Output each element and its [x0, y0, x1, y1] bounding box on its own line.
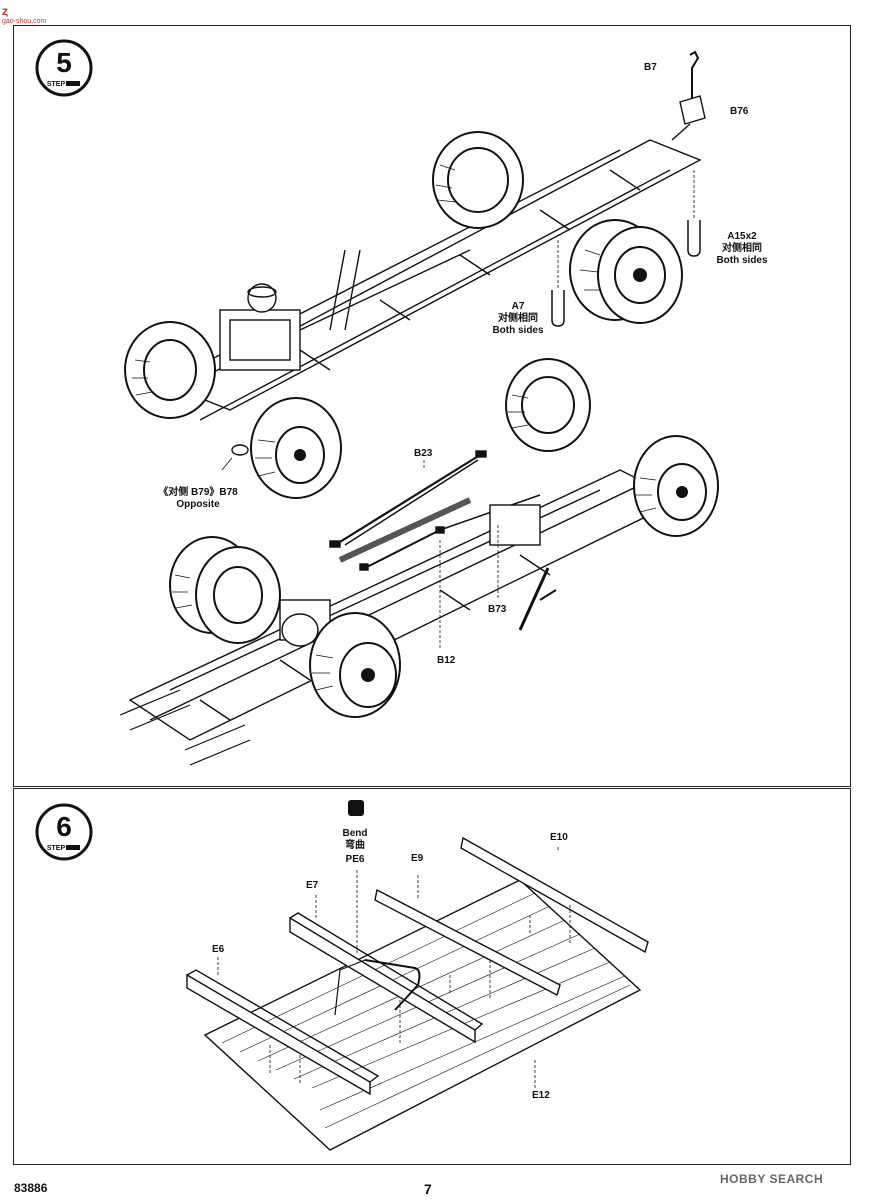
label-a7: A7 — [511, 301, 525, 312]
label-b79-group: 《对侧 B79》B78 Opposite — [148, 487, 248, 511]
product-code: 83886 — [14, 1181, 48, 1195]
watermark-top: ȥ gao-shou.com — [2, 4, 46, 25]
bend-icon — [348, 800, 364, 816]
step5-badge: 5 STEP — [35, 39, 93, 97]
label-bend: Bend — [342, 828, 368, 839]
label-b76: B76 — [730, 106, 749, 117]
label-e10: E10 — [550, 832, 568, 843]
label-b79-b78: 《对侧 B79》B78 — [158, 487, 238, 498]
label-bend-cn: 弯曲 — [345, 840, 365, 851]
label-a15-en: Both sides — [716, 255, 768, 266]
label-b73: B73 — [488, 604, 507, 615]
label-a15-cn: 对侧相同 — [722, 243, 762, 254]
watermark-bottom: HOBBY SEARCH — [720, 1172, 824, 1186]
watermark-title: ȥ — [2, 4, 8, 18]
step6-word: STEP — [47, 845, 66, 852]
label-b7: B7 — [644, 62, 657, 73]
label-e9: E9 — [411, 853, 424, 864]
label-pe6: PE6 — [345, 854, 365, 865]
label-b23: B23 — [414, 448, 433, 459]
step6-number: 6 — [56, 811, 72, 842]
label-e7: E7 — [306, 880, 319, 891]
label-a15-group: A15x2 对侧相同 Both sides — [710, 231, 774, 267]
label-a7-group: A7 对侧相同 Both sides — [484, 301, 552, 337]
label-a15x2: A15x2 — [727, 231, 757, 242]
page-number: 7 — [424, 1181, 432, 1197]
step5-number: 5 — [56, 47, 72, 78]
label-e12: E12 — [532, 1090, 550, 1101]
label-bend-group: Bend 弯曲 PE6 — [330, 828, 380, 866]
label-opposite: Opposite — [176, 499, 220, 510]
step6-badge: 6 STEP — [35, 803, 93, 861]
label-e6: E6 — [212, 944, 225, 955]
step5-word: STEP — [47, 81, 66, 88]
label-a7-cn: 对侧相同 — [498, 313, 538, 324]
watermark-subtitle: gao-shou.com — [2, 18, 47, 25]
label-b12: B12 — [437, 655, 456, 666]
label-a7-en: Both sides — [492, 325, 544, 336]
